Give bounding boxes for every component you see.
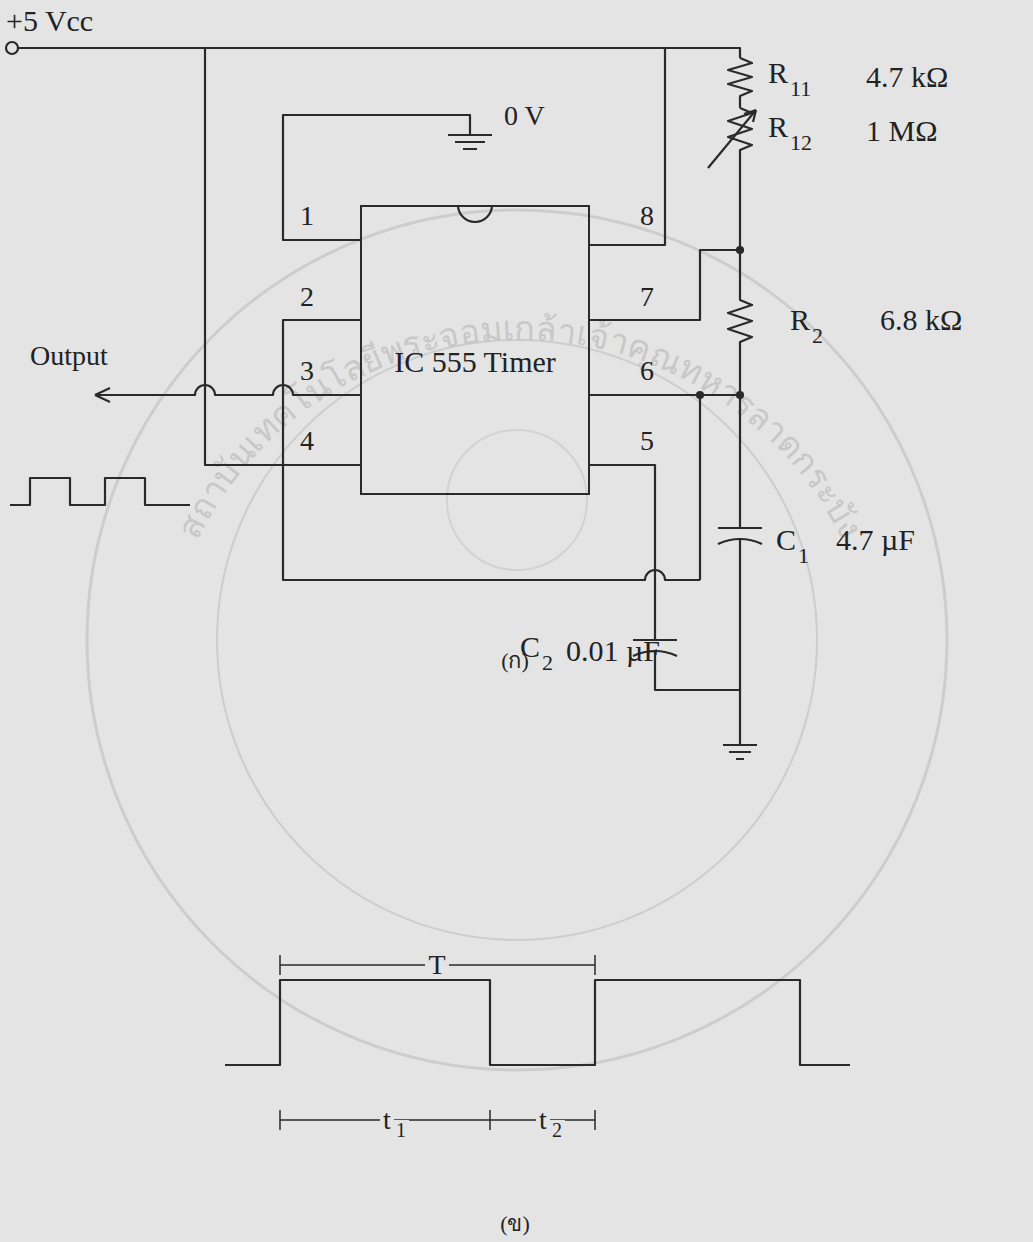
output-wire	[95, 385, 360, 395]
period-label: T	[425, 951, 448, 979]
time-subscript: 2	[549, 1120, 565, 1140]
pin-number: 3	[300, 357, 314, 385]
junction-dot	[697, 392, 703, 398]
pin-number: 6	[640, 357, 654, 385]
time-label: t	[380, 1106, 394, 1134]
resistor-symbol	[728, 58, 752, 108]
ic-notch	[458, 205, 492, 222]
ground-wire	[655, 650, 740, 745]
time-subscript: 1	[393, 1120, 409, 1140]
component-subscript: 2	[542, 652, 553, 674]
ground-symbol	[723, 745, 757, 759]
supply-label: +5 Vcc	[6, 6, 93, 36]
output-label: Output	[30, 342, 108, 370]
output-waveform	[225, 980, 850, 1065]
component-name: R	[768, 58, 788, 88]
vcc-terminal	[6, 42, 18, 54]
pin-number: 1	[300, 202, 314, 230]
watermark-text: สถาบันเทคโนโลยีพระจอมเกล้าเจ้าคุณทหารลาด…	[169, 308, 872, 545]
ic-package: IC 555 Timer	[360, 205, 590, 495]
square-wave	[10, 478, 190, 505]
capacitor-lead	[739, 538, 741, 690]
component-name: R	[768, 112, 788, 142]
component-subscript: 12	[790, 132, 812, 154]
pin-number: 8	[640, 202, 654, 230]
ground-label: 0 V	[504, 102, 545, 130]
discharge-wire	[590, 250, 740, 320]
trigger-link-wire	[699, 395, 701, 580]
component-subscript: 1	[798, 545, 809, 567]
threshold-wire	[590, 395, 740, 528]
component-value: 4.7 kΩ	[866, 62, 948, 92]
ic-label: IC 555 Timer	[394, 347, 556, 377]
junction-dot	[737, 392, 743, 398]
pin-number: 7	[640, 283, 654, 311]
variable-arrow-head	[744, 110, 756, 122]
component-name: C	[776, 525, 796, 555]
ground-symbol	[448, 135, 492, 149]
vcc-rail	[18, 48, 740, 58]
pin-number: 4	[300, 427, 314, 455]
watermark-text: สถาบันเทคโนโลยีพระจอมเกล้าเจ้าคุณทหารลาด…	[169, 308, 872, 545]
component-value: 4.7 µF	[836, 525, 915, 555]
component-value: 6.8 kΩ	[880, 305, 962, 335]
figure-caption: (ข)	[500, 1213, 530, 1235]
trigger-wire	[283, 320, 700, 580]
seal-ring	[217, 340, 817, 940]
seal-sun	[447, 430, 587, 570]
component-subscript: 11	[790, 78, 811, 100]
component-value: 0.01 µF	[566, 636, 660, 666]
pin-number: 2	[300, 283, 314, 311]
component-subscript: 2	[812, 325, 823, 347]
component-name: R	[790, 305, 810, 335]
resistor-symbol	[728, 250, 752, 395]
time-label: t	[536, 1106, 550, 1134]
capacitor-plate	[718, 527, 762, 529]
pin-number: 5	[640, 427, 654, 455]
component-value: 1 MΩ	[866, 116, 937, 146]
ground-wire	[283, 115, 470, 240]
vcc-pin8-wire	[590, 48, 665, 245]
output-arrow	[95, 388, 110, 402]
control-wire	[590, 465, 655, 640]
figure-caption: (ก)	[501, 650, 529, 672]
variable-arrow	[708, 110, 756, 168]
seal-ring	[87, 210, 947, 1070]
